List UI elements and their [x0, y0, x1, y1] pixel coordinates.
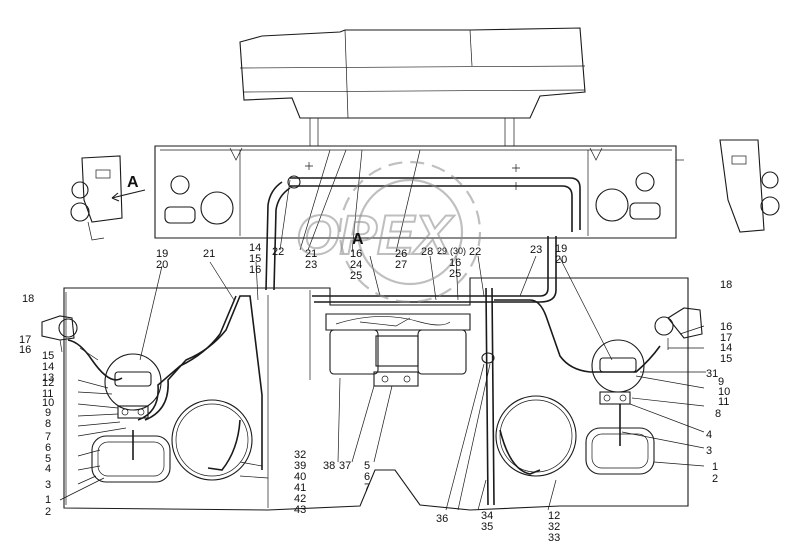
callout: 15	[249, 253, 261, 265]
callout: 17	[720, 332, 732, 344]
callout: 15	[720, 353, 732, 365]
callout: 23	[530, 244, 542, 256]
callout: 18	[720, 279, 732, 291]
callout: 40	[294, 471, 306, 483]
main-frame	[63, 277, 689, 511]
right-headlamp-group	[494, 299, 661, 477]
view-marker-center: A	[352, 231, 364, 248]
callout: 12	[548, 510, 560, 522]
callout: 28	[421, 246, 433, 258]
callout: 11	[718, 396, 729, 408]
callout: 36	[436, 513, 448, 525]
callout: 31	[706, 368, 718, 380]
callout: 7	[45, 431, 51, 443]
callout: 29	[437, 246, 447, 256]
callout: 20	[555, 254, 567, 266]
callout: 1	[45, 494, 51, 506]
callout: 37	[339, 460, 351, 472]
callout: 9	[45, 407, 51, 419]
callout: 4	[706, 429, 712, 441]
callout: 7	[364, 482, 370, 494]
callout: 13	[42, 372, 54, 384]
callout: 2	[45, 506, 51, 518]
callout: 14	[42, 361, 54, 373]
callout: (30)	[450, 246, 466, 256]
callout: 19	[156, 248, 168, 260]
callout: 27	[395, 259, 407, 271]
callout-labels: 19 20 21 14 15 16 22 21 23 16 24 25 26 2…	[19, 242, 732, 544]
callout: 34	[481, 510, 493, 522]
callout: 15	[42, 350, 54, 362]
callout: 8	[45, 418, 51, 430]
left-marker-lamp	[41, 315, 78, 353]
callout: 35	[481, 521, 493, 533]
view-marker-left: A	[127, 174, 139, 191]
callout: 20	[156, 259, 168, 271]
callout: 21	[203, 248, 215, 260]
center-cluster	[312, 236, 557, 506]
callout: 2	[712, 473, 718, 485]
callout: 18	[22, 293, 34, 305]
callout: 25	[350, 270, 362, 282]
callout: 32	[548, 521, 560, 533]
panel-harness	[265, 175, 581, 291]
callout: 16	[449, 257, 461, 269]
callout: 25	[449, 268, 461, 280]
watermark: OPEX	[295, 160, 482, 304]
callout: 3	[45, 479, 51, 491]
callout: 6	[45, 442, 51, 454]
callout: 1	[712, 461, 718, 473]
callout: 23	[305, 259, 317, 271]
callout: 3	[706, 445, 712, 457]
callout: 9	[718, 376, 724, 388]
callout: 10	[42, 397, 54, 409]
callout: 19	[555, 243, 567, 255]
callout: 22	[272, 246, 284, 258]
callout: 14	[720, 342, 732, 354]
callout: 16	[249, 264, 261, 276]
callout: 39	[294, 460, 306, 472]
side-lamp-right	[719, 139, 780, 233]
callout: 42	[294, 493, 306, 505]
side-lamp-left	[70, 155, 146, 241]
callout: 33	[548, 532, 560, 544]
callout: 43	[294, 504, 306, 516]
callout: 22	[469, 246, 481, 258]
callout: 41	[294, 482, 306, 494]
callout: 5	[45, 453, 51, 465]
watermark-brand: OPEX	[296, 203, 455, 266]
callout: 16	[720, 321, 732, 333]
callout: 17	[19, 334, 31, 346]
callout: 16	[350, 248, 362, 260]
callout: 16	[19, 344, 31, 356]
callout: 5	[364, 460, 370, 472]
callout: 4	[45, 463, 51, 475]
callout: 14	[249, 242, 261, 254]
cab-body-outline	[239, 27, 586, 146]
callout: 32	[294, 449, 306, 461]
callout: 12	[42, 377, 54, 389]
left-headlamp-group	[67, 295, 263, 483]
callout: 21	[305, 248, 317, 260]
callout: 6	[364, 471, 370, 483]
callout: 24	[350, 259, 362, 271]
front-panel	[154, 145, 684, 239]
callout: 26	[395, 248, 407, 260]
callout: 8	[715, 408, 721, 420]
callout: 38	[323, 460, 335, 472]
callout: 10	[718, 386, 730, 398]
callout: 11	[42, 388, 53, 400]
